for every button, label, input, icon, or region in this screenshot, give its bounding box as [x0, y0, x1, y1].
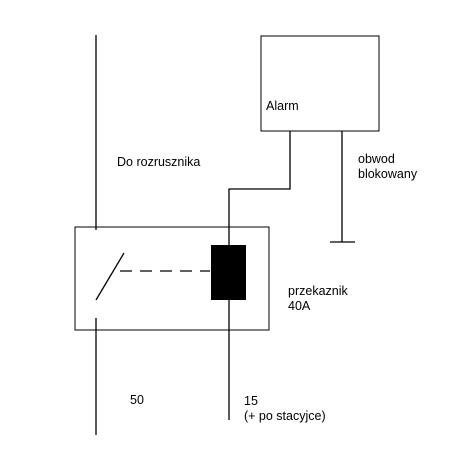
coil-to-alarm-wire — [228, 131, 291, 245]
relay-label-line1: przekaznik — [288, 284, 348, 298]
relay-label-line2: 40A — [288, 299, 311, 313]
blocked-circuit-label-line1: obwod — [358, 152, 395, 166]
starter-label: Do rozrusznika — [117, 155, 201, 169]
terminal-15-label-line2: (+ po stacyjce) — [244, 409, 326, 423]
switch-contact — [95, 252, 125, 301]
alarm-label: Alarm — [266, 99, 299, 113]
relay-coil — [211, 245, 246, 300]
blocked-circuit-label-line2: blokowany — [358, 167, 418, 181]
terminal-15-label-line1: 15 — [244, 394, 258, 408]
alarm-box — [260, 35, 380, 132]
terminal-50-label: 50 — [130, 393, 144, 407]
relay-box — [74, 226, 270, 331]
